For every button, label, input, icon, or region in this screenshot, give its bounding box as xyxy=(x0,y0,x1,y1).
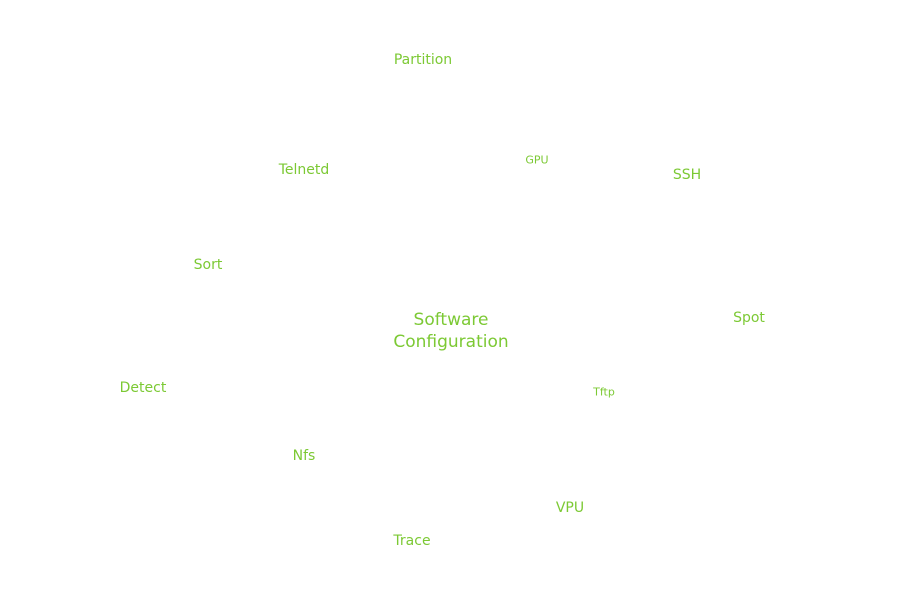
center-topic: Software Configuration xyxy=(393,309,508,353)
term-ssh: SSH xyxy=(672,167,702,183)
center-topic-line-1: Software xyxy=(413,310,489,330)
center-topic-line-2: Configuration xyxy=(393,332,509,352)
term-sort: Sort xyxy=(193,257,223,273)
term-trace: Trace xyxy=(393,533,431,549)
term-vpu: VPU xyxy=(555,500,585,516)
term-detect: Detect xyxy=(119,380,167,396)
term-telnetd: Telnetd xyxy=(278,162,330,178)
term-spot: Spot xyxy=(733,310,765,326)
term-tftp: Tftp xyxy=(593,385,615,399)
term-nfs: Nfs xyxy=(292,448,316,464)
term-gpu: GPU xyxy=(525,153,549,167)
term-partition: Partition xyxy=(393,52,453,68)
